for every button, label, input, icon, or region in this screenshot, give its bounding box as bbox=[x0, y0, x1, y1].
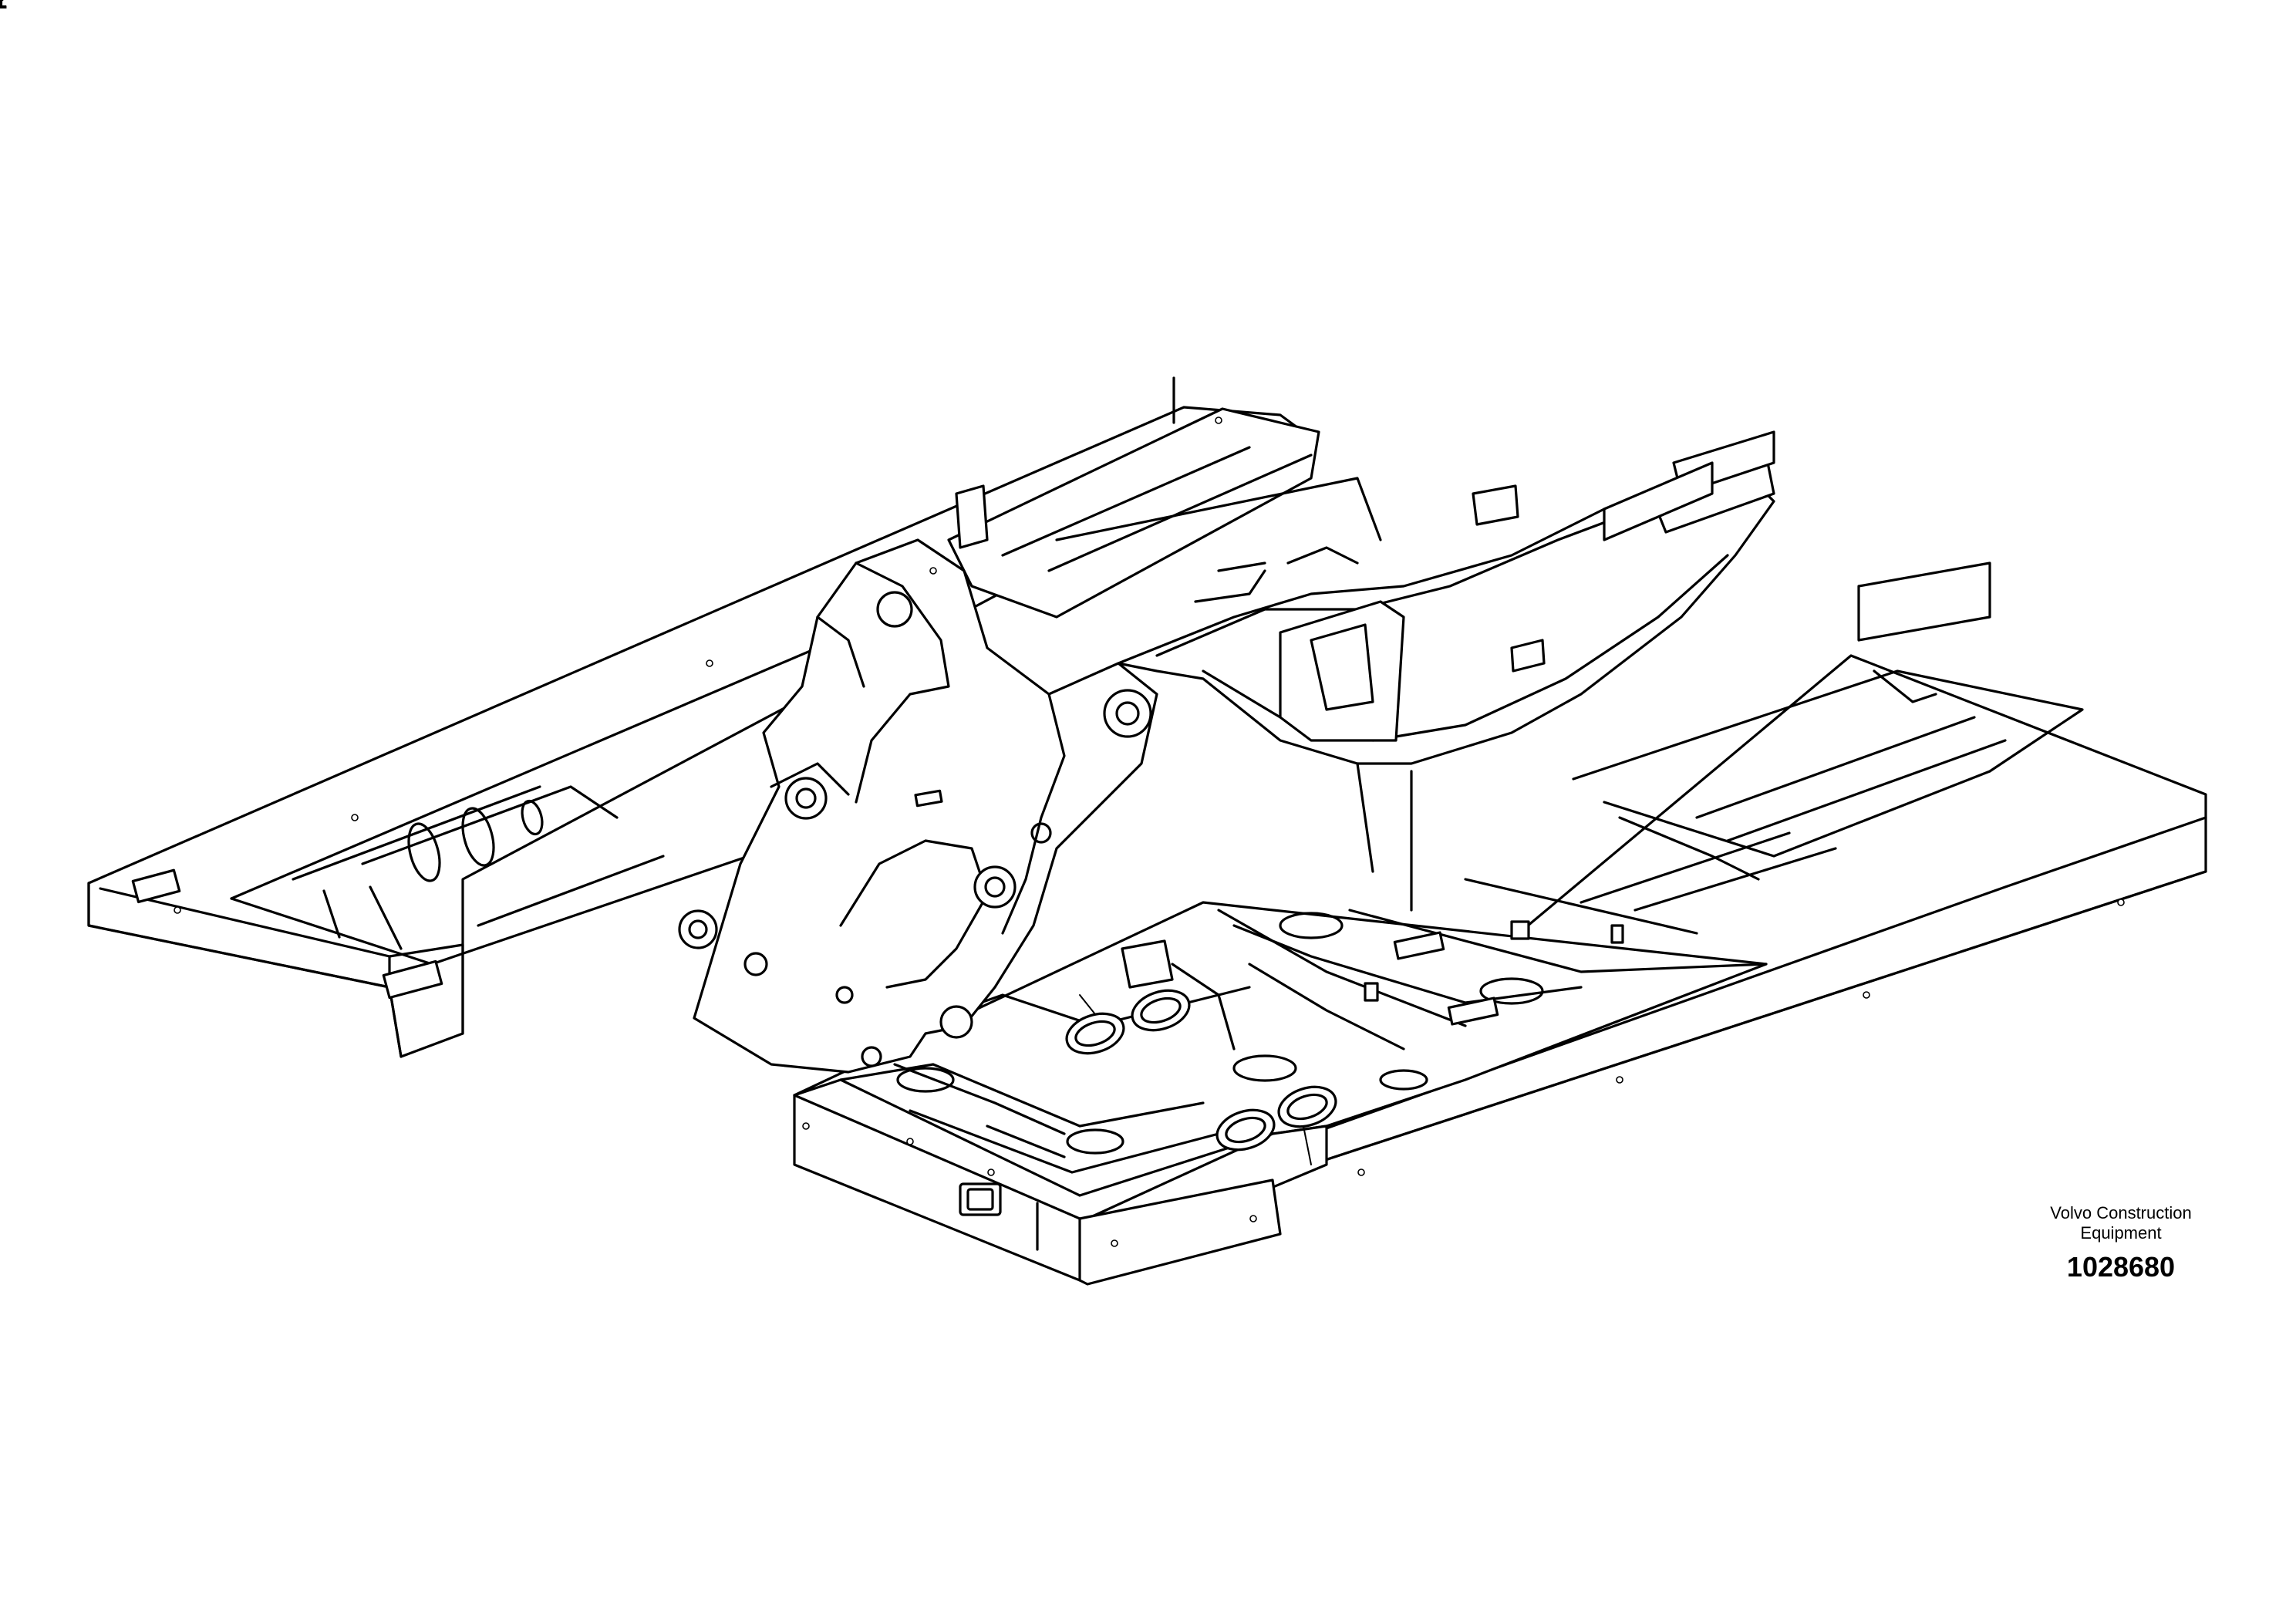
callout-item-2-upper: 2 bbox=[0, 0, 7, 13]
callout-item-1: 1 bbox=[0, 0, 7, 13]
rear-deck bbox=[947, 407, 1382, 619]
illustration-number: 1028680 bbox=[2066, 1251, 2176, 1283]
leader-lines bbox=[1079, 376, 1312, 1165]
manufacturer-name: Volvo Construction Equipment bbox=[2050, 1203, 2192, 1243]
small-brackets bbox=[955, 484, 1624, 1002]
fastener-holes bbox=[174, 416, 2125, 1247]
callout-item-2-lower: 2 bbox=[0, 0, 7, 13]
front-nose-section bbox=[793, 1063, 1328, 1286]
boom-mount-bracket bbox=[678, 538, 1158, 1074]
oval-grommets bbox=[1065, 989, 1337, 1152]
central-beams bbox=[1117, 430, 1991, 912]
figure-caption: Volvo Construction Equipment 1028680 bbox=[1998, 1203, 2244, 1283]
